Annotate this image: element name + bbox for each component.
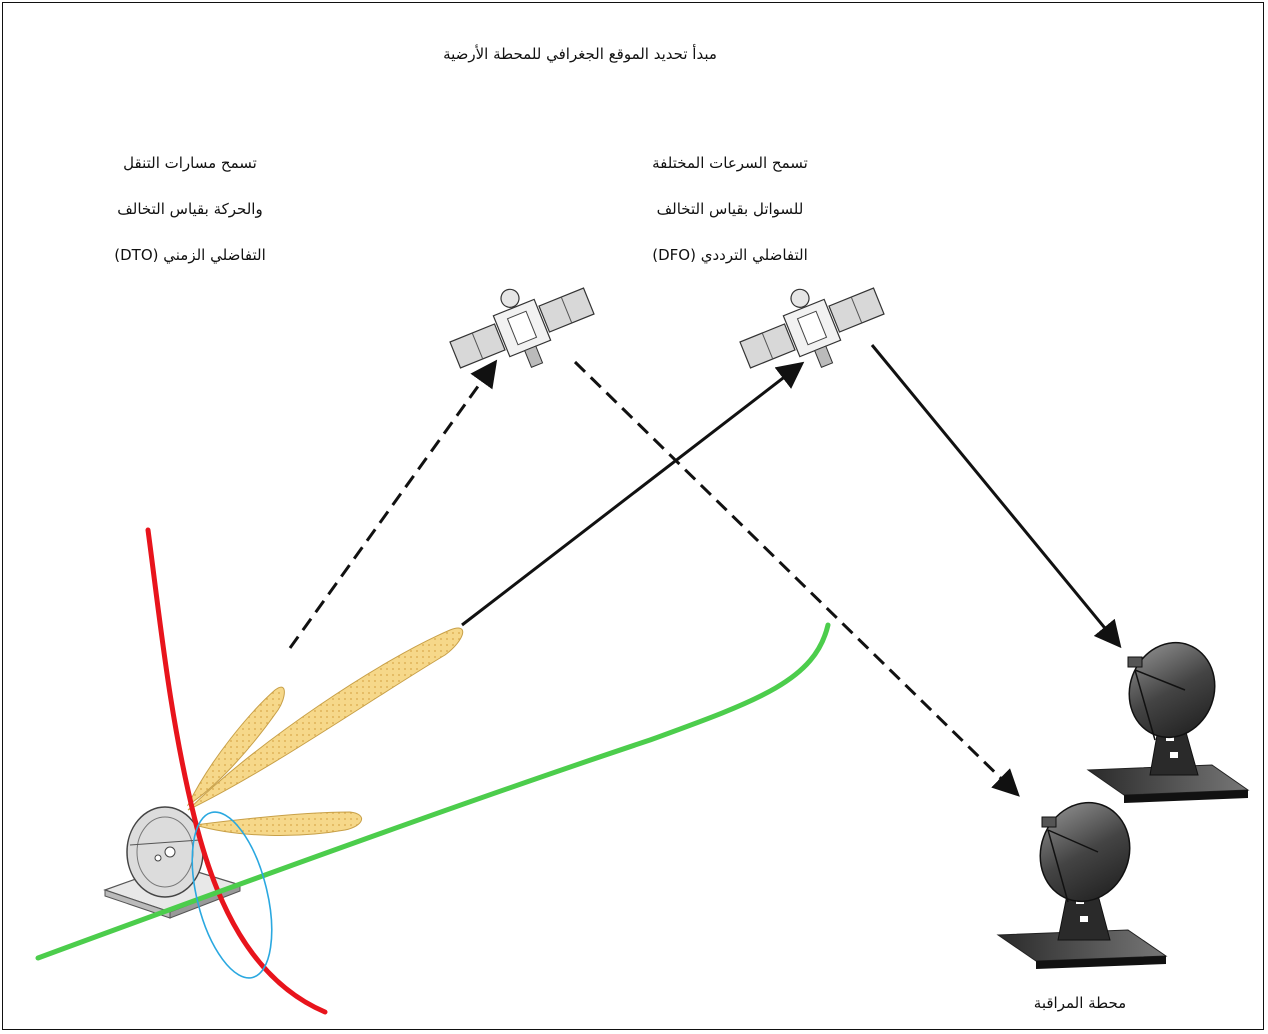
diagram-title: مبدأ تحديد الموقع الجغرافي للمحطة الأرضي… [443, 45, 717, 63]
dfo-caption-line-3: التفاضلي الترددي (DFO) [652, 246, 808, 264]
dashed-uplink-arrow [288, 359, 498, 649]
satellite-1-icon [449, 287, 595, 369]
dashed-downlink-arrow [573, 360, 1020, 797]
dto-caption: تسمح مسارات التنقل والحركة بقياس التخالف… [60, 140, 320, 278]
dfo-curve [35, 622, 831, 961]
dto-curve [145, 527, 328, 1015]
antenna-beam-lobes [186, 627, 464, 836]
main-lobe [187, 627, 464, 811]
emitter-ground-station [103, 806, 242, 919]
lower-side-lobe [194, 811, 362, 836]
monitoring-dish-2-icon [996, 801, 1168, 969]
location-ellipse [191, 811, 273, 979]
satellite-2-icon [739, 287, 885, 369]
dto-caption-line-2: والحركة بقياس التخالف [117, 200, 263, 218]
dto-caption-line-3: التفاضلي الزمني (DTO) [114, 246, 266, 264]
dfo-caption-line-2: للسواتل بقياس التخالف [656, 200, 804, 218]
upper-side-lobe [186, 686, 285, 807]
solid-uplink-arrow [461, 361, 805, 627]
dfo-caption: تسمح السرعات المختلفة للسواتل بقياس التخ… [600, 140, 860, 278]
monitoring-dish-1-icon [1086, 641, 1250, 803]
signal-arrows [288, 344, 1122, 797]
monitoring-station-label: محطة المراقبة [1033, 994, 1127, 1012]
dfo-caption-line-1: تسمح السرعات المختلفة [652, 154, 808, 172]
dto-caption-line-1: تسمح مسارات التنقل [123, 154, 257, 172]
solid-downlink-arrow [870, 344, 1122, 649]
